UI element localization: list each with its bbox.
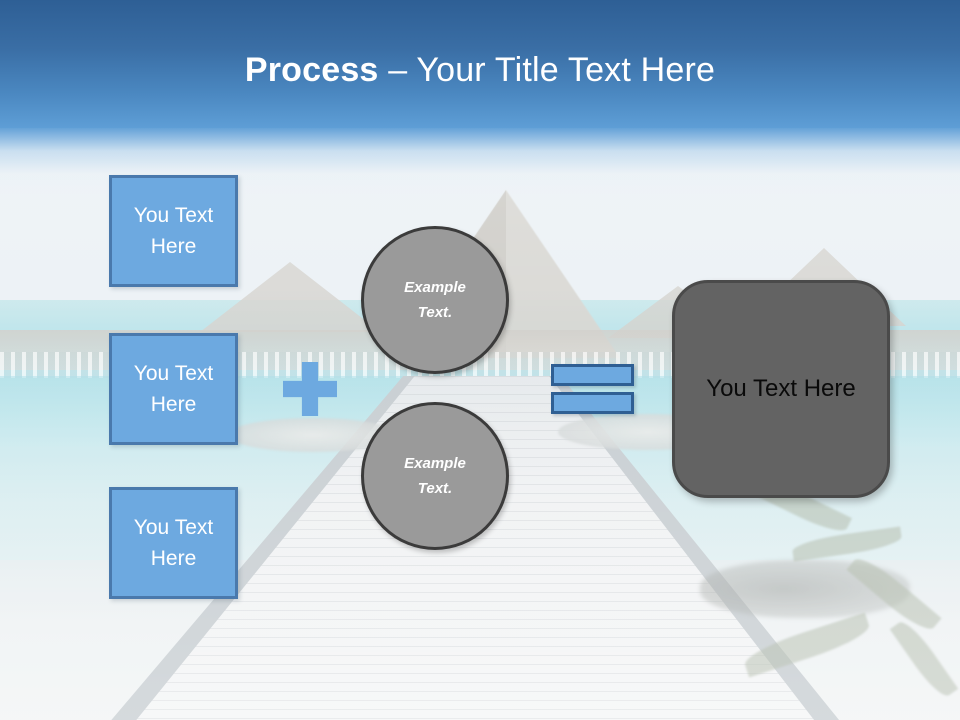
- input-box-2[interactable]: You Text Here: [109, 333, 238, 445]
- example-circle-1-line1: Example: [404, 279, 466, 296]
- result-box[interactable]: You Text Here: [672, 280, 890, 498]
- equals-sign-icon: [551, 364, 634, 414]
- input-box-3-label: You Text Here: [133, 516, 214, 570]
- page-title-rest: – Your Title Text Here: [378, 51, 716, 89]
- equals-bar-bottom: [551, 392, 634, 414]
- slide-header-band: [0, 0, 960, 128]
- example-circle-1[interactable]: Example Text.: [361, 226, 509, 374]
- input-box-2-label: You Text Here: [133, 362, 214, 416]
- page-title: Process – Your Title Text Here: [0, 49, 960, 91]
- example-circle-2-line1: Example: [404, 455, 466, 472]
- input-box-3[interactable]: You Text Here: [109, 487, 238, 599]
- page-title-emphasis: Process: [244, 51, 379, 89]
- example-circle-2[interactable]: Example Text.: [361, 402, 509, 550]
- plus-sign-icon: [280, 359, 340, 419]
- input-box-1[interactable]: You Text Here: [109, 175, 238, 287]
- example-circle-1-line2: Text.: [417, 304, 453, 321]
- example-circle-2-line2: Text.: [417, 480, 453, 497]
- plus-sign-fill: [283, 362, 337, 416]
- result-box-label: You Text Here: [706, 375, 856, 402]
- equals-bar-top: [551, 364, 634, 386]
- input-box-1-label: You Text Here: [133, 204, 214, 258]
- slide-header-fade: [0, 128, 960, 174]
